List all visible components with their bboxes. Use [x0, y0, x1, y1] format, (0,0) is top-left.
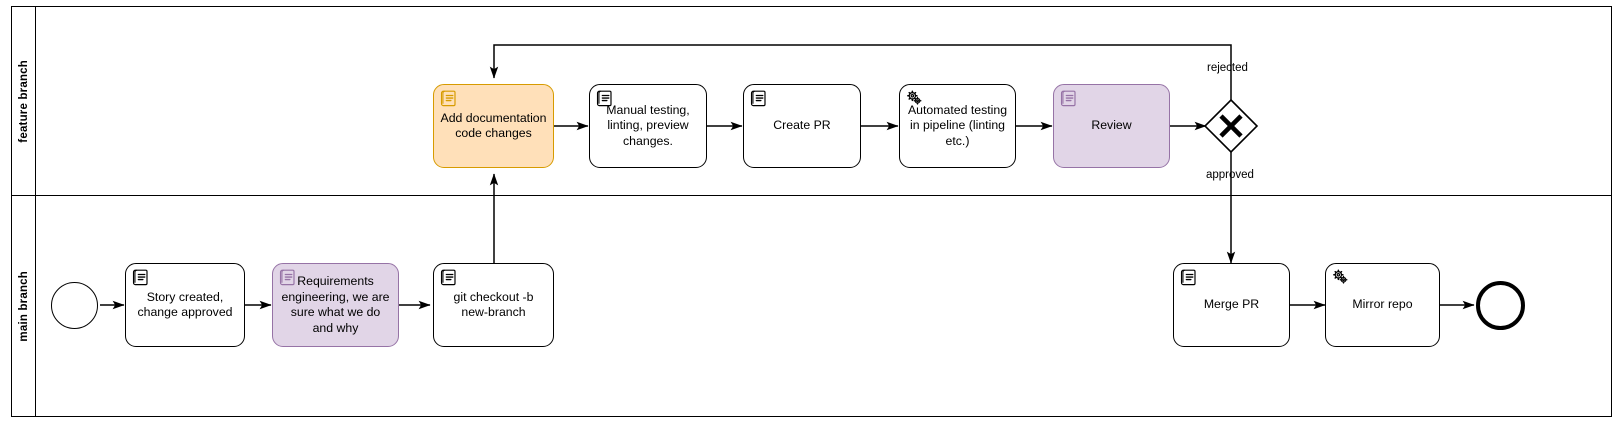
edge-label-rejected: rejected: [1207, 62, 1248, 74]
start-event[interactable]: [51, 282, 98, 329]
lane-feature-branch: feature branch: [12, 7, 1611, 196]
task-mirror-repo[interactable]: Mirror repo: [1325, 263, 1440, 347]
lane-main-branch: main branch: [12, 196, 1611, 416]
lane-label-feature-branch: feature branch: [17, 59, 30, 143]
manual-task-icon: [132, 269, 148, 286]
task-story-created[interactable]: Story created, change approved: [125, 263, 245, 347]
task-label: git checkout -b new-branch: [453, 289, 534, 320]
task-create-pr[interactable]: Create PR: [743, 84, 861, 168]
task-git-checkout[interactable]: git checkout -b new-branch: [433, 263, 554, 347]
task-label: Add documentation code changes: [440, 110, 547, 141]
task-label: Merge PR: [1203, 297, 1260, 312]
task-label: Manual testing, linting, preview changes…: [606, 102, 690, 148]
task-label: Create PR: [773, 118, 831, 133]
task-automated-testing[interactable]: Automated testing in pipeline (linting e…: [899, 84, 1016, 168]
manual-task-icon: [440, 269, 456, 286]
task-label: Automated testing in pipeline (linting e…: [907, 102, 1008, 148]
task-label: Mirror repo: [1352, 297, 1413, 312]
process-pool: feature branch main branch: [11, 6, 1612, 417]
task-add-documentation-code-changes[interactable]: Add documentation code changes: [433, 84, 554, 168]
manual-task-icon: [440, 90, 456, 107]
lane-label-main-branch: main branch: [17, 270, 30, 342]
end-event[interactable]: [1476, 281, 1525, 330]
manual-task-icon: [1180, 269, 1196, 286]
task-label: Requirements engineering, we are sure wh…: [281, 274, 390, 335]
task-review[interactable]: Review: [1053, 84, 1170, 168]
manual-task-icon: [1060, 90, 1076, 107]
task-manual-testing[interactable]: Manual testing, linting, preview changes…: [589, 84, 707, 168]
task-requirements-engineering[interactable]: Requirements engineering, we are sure wh…: [272, 263, 399, 347]
task-label: Review: [1091, 118, 1132, 133]
lane-header-main-branch: main branch: [12, 196, 36, 416]
lane-header-feature-branch: feature branch: [12, 7, 36, 195]
service-task-gear-icon: [1333, 269, 1348, 284]
edge-label-approved: approved: [1206, 169, 1254, 181]
task-label: Story created, change approved: [137, 289, 233, 320]
manual-task-icon: [750, 90, 766, 107]
task-merge-pr[interactable]: Merge PR: [1173, 263, 1290, 347]
